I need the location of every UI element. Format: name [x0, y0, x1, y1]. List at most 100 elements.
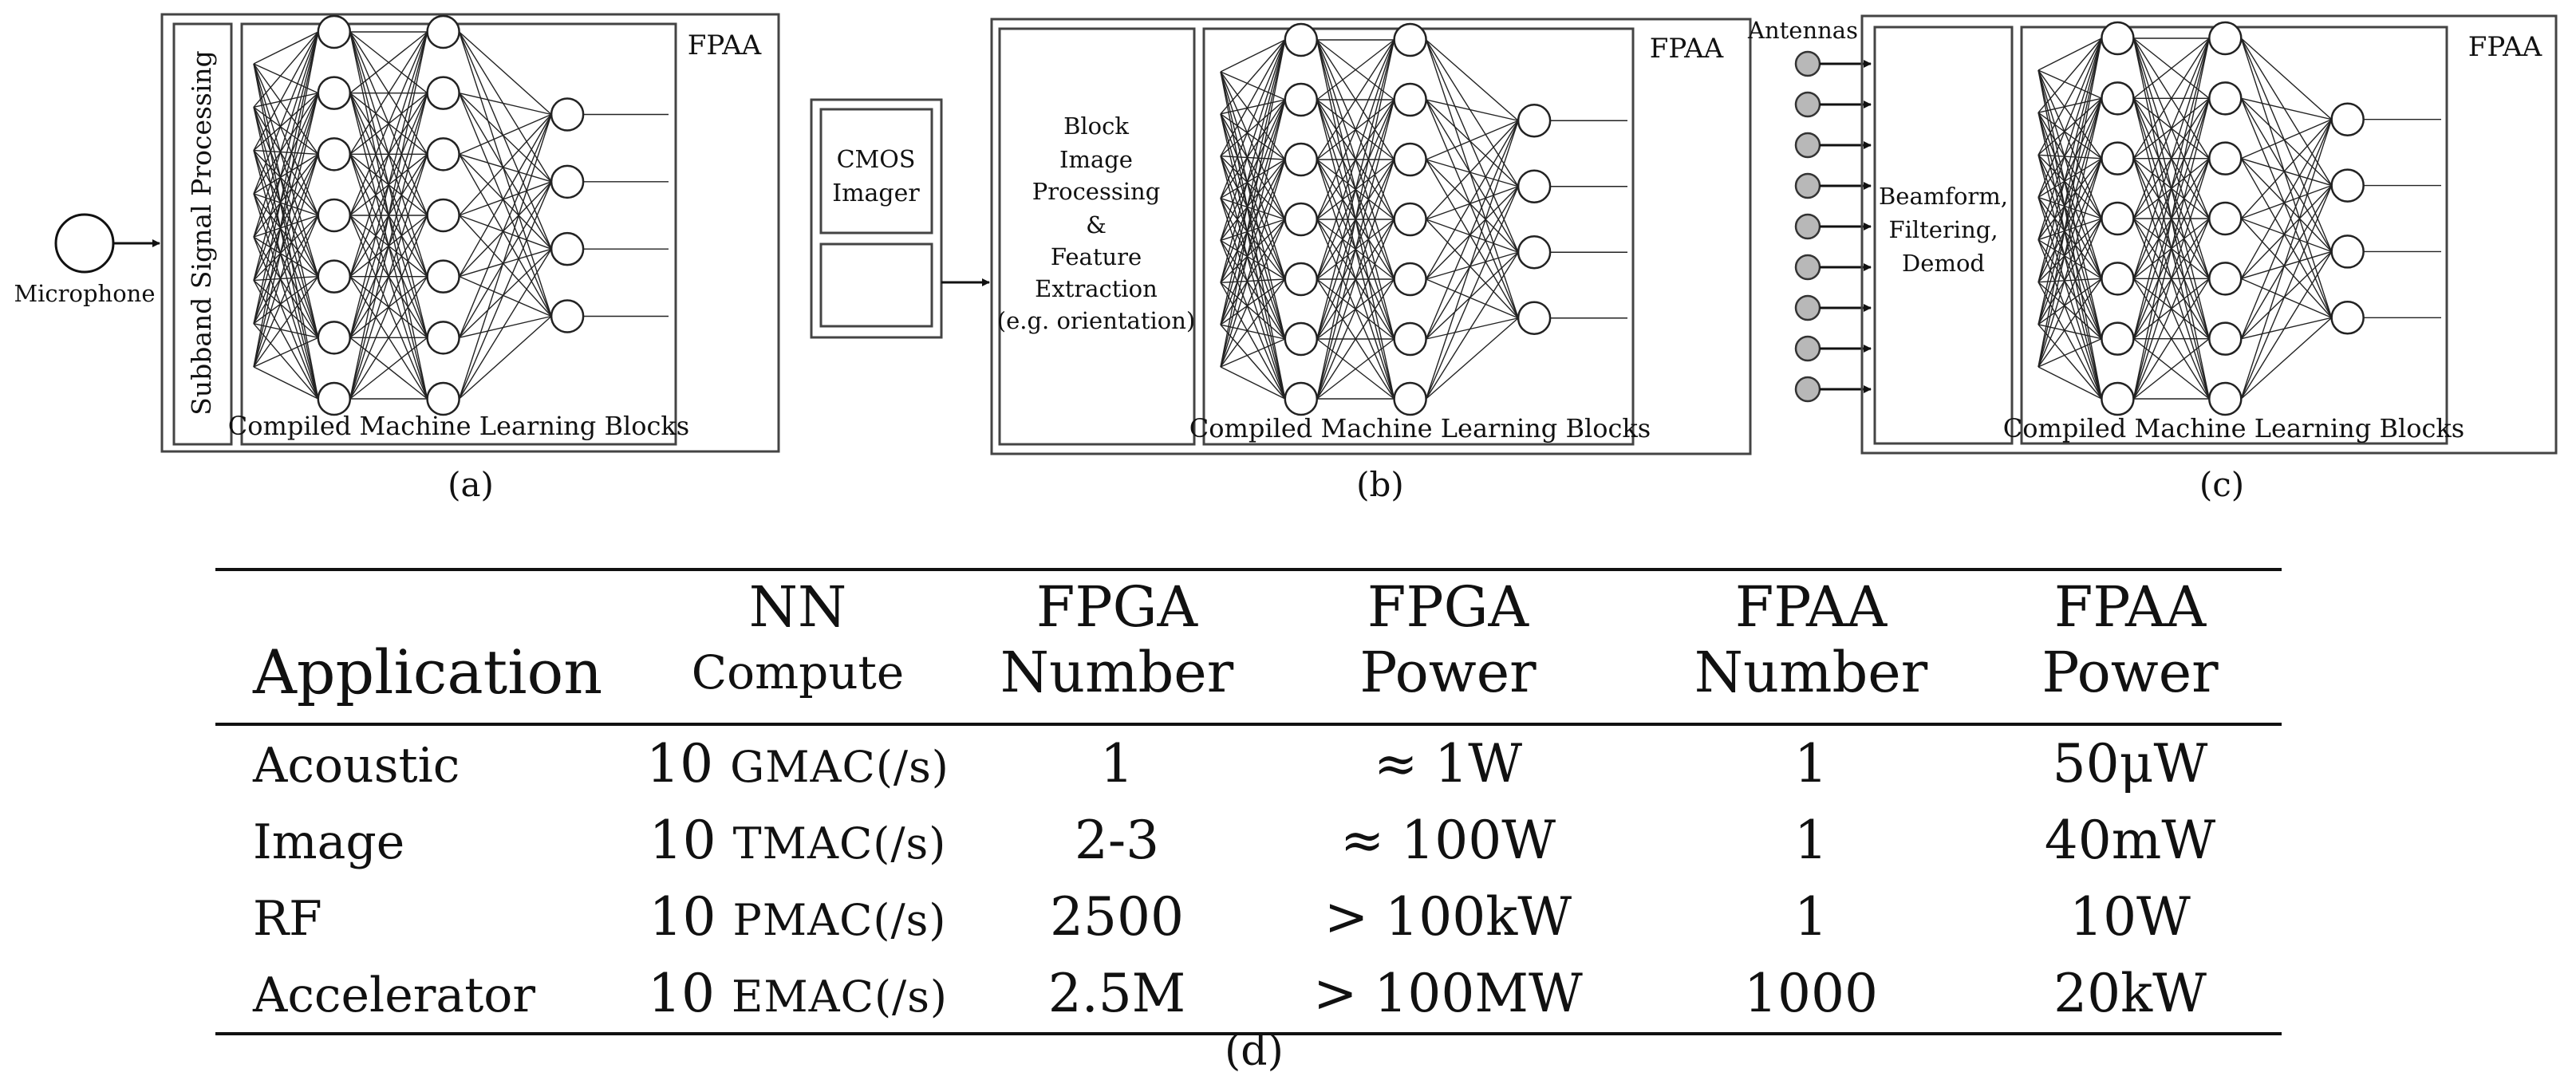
output-edge [1426, 251, 1519, 280]
hidden-edge [2132, 218, 2210, 400]
output-edge [2240, 98, 2333, 318]
ml-blocks-label-b: Compiled Machine Learning Blocks [1189, 413, 1651, 443]
input-edge [1220, 113, 1286, 340]
input-edge [2038, 282, 2102, 340]
neuron-node [426, 321, 460, 355]
header-fpga-number: FPGA Number [1000, 574, 1234, 705]
input-edge [253, 93, 319, 152]
cell-fpga-power: > 100MW [1313, 963, 1583, 1024]
input-edge [1220, 39, 1286, 368]
input-edge [2038, 338, 2102, 368]
input-edge [2038, 112, 2103, 400]
input-edge [1220, 99, 1286, 157]
neuron-node [426, 137, 460, 171]
output-edge [459, 153, 552, 250]
output-edge [459, 114, 552, 216]
neuron-node [317, 76, 352, 110]
output-edge [459, 248, 552, 278]
input-edge [2038, 324, 2102, 400]
input-edge [2038, 324, 2102, 340]
input-edge [1220, 156, 1286, 280]
fpaa-label-c: FPAA [2468, 31, 2542, 63]
output-edge [459, 315, 552, 339]
input-edge [2038, 97, 2102, 198]
image-processing-block [998, 27, 1196, 446]
neuron-node [2101, 262, 2135, 296]
input-edge [253, 31, 319, 108]
input-edge [253, 215, 319, 238]
output-edge [2241, 278, 2332, 318]
output-edge [2240, 97, 2333, 187]
input-edge [1220, 282, 1286, 400]
input-edge [2038, 196, 2102, 219]
input-edge [253, 31, 319, 238]
cell-fpaa-power: 50μW [2052, 733, 2208, 794]
input-edge [1220, 159, 1286, 199]
hidden-edge [1316, 39, 1395, 340]
neuron-node [426, 198, 460, 233]
output-edge [1425, 120, 1519, 340]
microphone-label: Microphone [14, 280, 155, 307]
table-row: Image 10 TMAC(/s) 2-3 ≈ 100W 1 40mW [215, 802, 2282, 879]
output-edge [2241, 250, 2332, 280]
hidden-edge [1316, 39, 1395, 160]
cell-nn-compute: 10 EMAC(/s) [647, 963, 949, 1024]
input-edge [2038, 98, 2103, 368]
neuron-node [1393, 142, 1427, 177]
output-edge [1426, 317, 1519, 340]
neuron-node [317, 137, 352, 171]
output-edge [2240, 37, 2333, 186]
hidden-edge [1316, 219, 1395, 400]
panel-b: CMOS Imager FPAA Block Image Processing … [810, 18, 1752, 504]
hidden-edge [2132, 37, 2210, 339]
input-edge [1220, 240, 1286, 400]
input-edge [2038, 158, 2103, 283]
neuron-node [1284, 321, 1319, 357]
input-edge [253, 236, 319, 400]
input-edge [1220, 113, 1286, 220]
output-edge [1425, 39, 1519, 318]
output-edge [2240, 97, 2333, 252]
neural-network-c [2038, 21, 2441, 416]
input-edge [253, 31, 319, 281]
output-edge [1426, 186, 1519, 220]
header-nn-compute: NN Compute [691, 574, 905, 700]
output-edge [2240, 37, 2333, 318]
output-edge [1426, 120, 1519, 220]
ip-line-2: Processing [1032, 178, 1161, 205]
antenna-icon [1794, 50, 1821, 77]
input-edge [253, 150, 319, 216]
input-edge [1220, 219, 1286, 368]
neuron-node [1393, 82, 1427, 117]
hidden-edge [2132, 37, 2210, 279]
cell-fpaa-power: 10W [2069, 886, 2191, 948]
hidden-edge [1316, 39, 1395, 280]
input-edge [1220, 278, 1286, 368]
input-edge [253, 193, 319, 278]
input-edge [1220, 198, 1286, 280]
neuron-node [2101, 381, 2135, 416]
output-edge [458, 31, 552, 250]
fpaa-chip-box-c [1860, 14, 2558, 455]
input-edge [2038, 218, 2103, 368]
neuron-node [550, 231, 585, 266]
neuron-node [1284, 381, 1319, 416]
output-edge [1426, 219, 1519, 253]
neuron-node [426, 14, 460, 49]
output-edge [2240, 218, 2333, 318]
neural-network-b [1220, 22, 1627, 416]
output-edge [2241, 157, 2332, 187]
caption-c: (c) [2199, 465, 2244, 504]
cmos-label-line1: CMOS [837, 146, 916, 174]
cell-fpga-power: ≈ 100W [1339, 810, 1556, 871]
output-edge [2240, 119, 2333, 339]
input-edge [2038, 158, 2102, 241]
table-header-row: Application NN Compute FPGA Number FPGA … [215, 571, 2282, 726]
cell-fpga-number: 2-3 [1074, 810, 1160, 871]
input-edge [253, 275, 318, 282]
cell-application: Acoustic [253, 738, 460, 794]
input-edge [1220, 99, 1286, 325]
output-edge [459, 31, 552, 116]
output-edge [2240, 37, 2333, 252]
input-edge [2038, 197, 2103, 400]
